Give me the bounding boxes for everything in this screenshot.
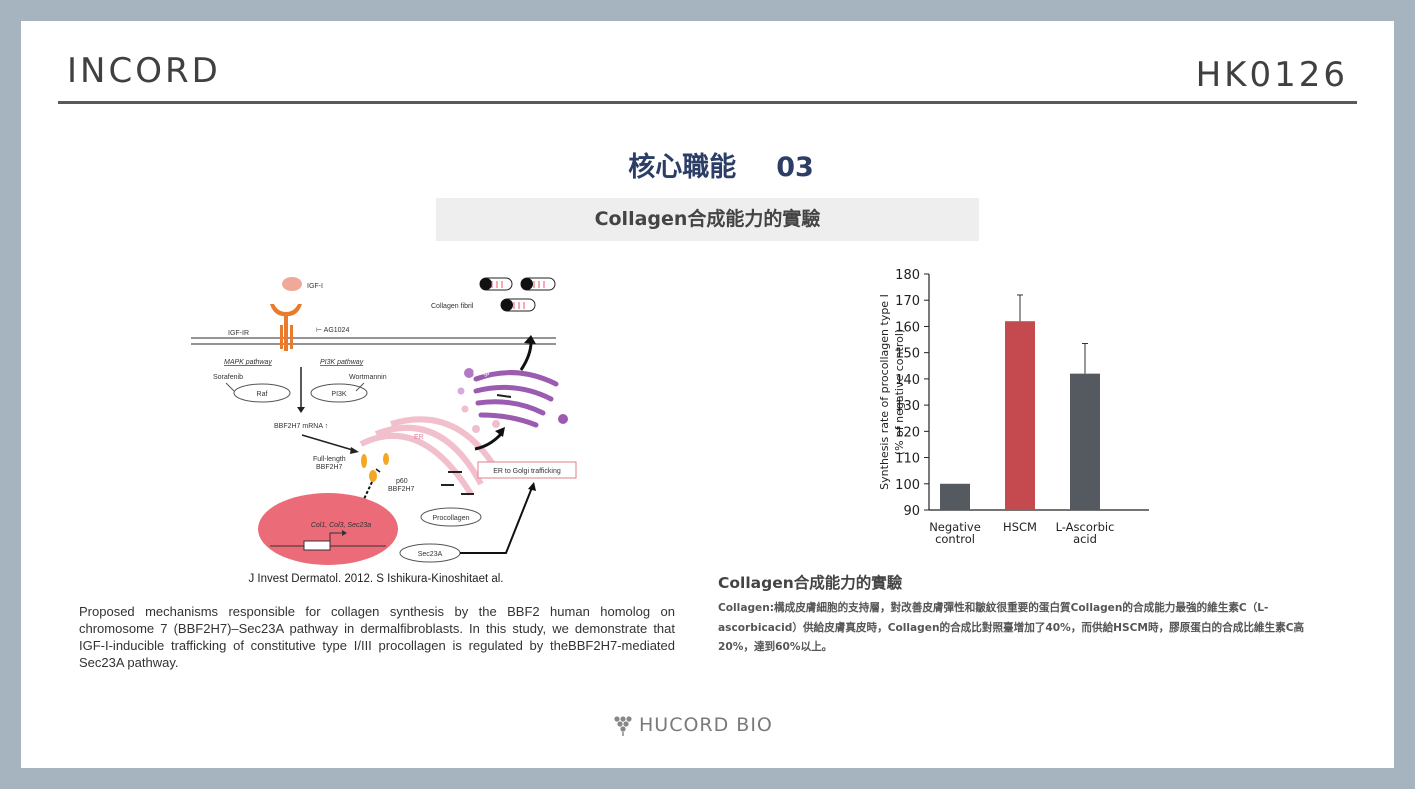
x-tick-label: L-Ascorbic — [1056, 520, 1115, 534]
igf1-ligand — [282, 277, 302, 291]
banner: Collagen合成能力的實驗 — [436, 198, 979, 241]
header-rule — [58, 101, 1357, 104]
label-sorafenib: Sorafenib — [213, 374, 243, 381]
y-axis-label: Synthesis rate of procollagen type I — [878, 294, 891, 490]
bbf2h7-protein — [383, 453, 389, 465]
nucleus — [258, 493, 398, 565]
y-tick-label: 110 — [895, 452, 920, 467]
label-genes: Col1, Col3, Sec23a — [311, 522, 371, 529]
mechanism-paragraph: Proposed mechanisms responsible for coll… — [79, 604, 675, 670]
section-title: 核心職能 03 — [601, 145, 841, 184]
y-tick-label: 150 — [895, 347, 920, 362]
inhibit-arrow — [355, 382, 365, 392]
y-tick-label: 180 — [895, 268, 920, 283]
mechanism-diagram: IGF-I IGF-IR ⊢ AG1024 Collagen fibril MA… — [191, 277, 577, 565]
brand-right: HK0126 — [1195, 55, 1348, 95]
arrow — [519, 341, 533, 371]
section-title-text: 核心職能 — [628, 152, 737, 183]
label-mapk: MAPK pathway — [224, 359, 272, 366]
x-tick-label: acid — [1073, 532, 1097, 546]
label-collagen-fibril: Collagen fibril — [431, 303, 474, 310]
p60-protein — [369, 470, 377, 482]
y-tick-label: 170 — [895, 294, 920, 309]
collagen-fibril-icon — [479, 277, 556, 312]
pi3k-node — [310, 383, 368, 403]
grape-logo-icon — [614, 716, 632, 736]
slide: INCORD HK0126 核心職能 03 Collagen合成能力的實驗 IGF… — [21, 21, 1394, 768]
label-er-golgi: ER to Golgi trafficking — [493, 468, 561, 475]
note-line: Collagen:構成皮膚細胞的支持層，對改善皮膚彈性和皺紋很重要的蛋白質Col… — [718, 602, 1269, 614]
x-tick-label: HSCM — [1003, 520, 1037, 534]
bbf2h7-protein — [361, 454, 367, 468]
note-body: Collagen:構成皮膚細胞的支持層，對改善皮膚彈性和皺紋很重要的蛋白質Col… — [718, 599, 1318, 658]
note-line: 20%，達到60%以上。 — [718, 641, 833, 653]
arrow — [474, 432, 503, 451]
label-p60: p60 — [396, 478, 408, 485]
note-title: Collagen合成能力的實驗 — [718, 574, 903, 592]
promoter-box — [303, 540, 331, 551]
x-tick-label: Negative — [929, 520, 981, 534]
label-pi3k: PI3K — [331, 391, 347, 398]
label-mrna: BBF2H7 mRNA ↑ — [274, 423, 328, 430]
bar — [1070, 373, 1100, 510]
label-golgi: Golgi — [473, 370, 490, 377]
note-line: ascorbicacid）供給皮膚真皮時，Collagen的合成比對照臺增加了4… — [718, 621, 1305, 634]
y-tick-label: 160 — [895, 320, 920, 335]
bar — [940, 483, 970, 510]
section-number: 03 — [776, 152, 814, 183]
label-p60-bbf2h7: BBF2H7 — [388, 486, 415, 493]
label-wortmannin: Wortmannin — [349, 374, 387, 381]
label-raf: Raf — [257, 391, 268, 398]
y-tick-label: 120 — [895, 425, 920, 440]
citation: J Invest Dermatol. 2012. S Ishikura-Kino… — [248, 573, 504, 585]
label-igf1r: IGF-IR — [228, 330, 249, 337]
y-tick-label: 100 — [895, 478, 920, 493]
igf1-receptor-icon — [270, 304, 302, 351]
label-pi3k-pathway: PI3K pathway — [320, 359, 364, 366]
label-procollagen: Procollagen — [433, 515, 470, 522]
footer-logo: HUCORD BIO — [611, 713, 773, 737]
procollagen-node — [420, 507, 482, 527]
arrow — [460, 484, 534, 554]
y-tick-label: 90 — [903, 504, 920, 519]
bar — [1005, 321, 1035, 510]
y-axis-label: (% of negative control) — [893, 329, 906, 455]
golgi-icon — [473, 370, 559, 428]
y-tick-label: 140 — [895, 373, 920, 388]
label-igf1: IGF-I — [307, 283, 323, 290]
raf-node — [233, 383, 291, 403]
label-full-length: Full-length — [313, 456, 346, 463]
label-full-length-bbf2h7: BBF2H7 — [316, 464, 343, 471]
footer-wordmark: HUCORD BIO — [639, 714, 773, 736]
er-golgi-box — [477, 461, 577, 479]
x-tick-label: control — [935, 532, 975, 546]
procollagen-bar-chart: 90 100 110 120 130 140 150 160 170 180Negativecon… — [878, 268, 1149, 546]
arrow — [301, 434, 357, 452]
brand-left: INCORD — [67, 51, 221, 91]
inhibit-arrow — [225, 382, 235, 392]
label-er: ER — [414, 434, 424, 441]
er-icon — [359, 416, 499, 496]
label-sec23a: Sec23A — [418, 551, 443, 558]
y-tick-label: 130 — [895, 399, 920, 414]
label-ag1024: ⊢ AG1024 — [316, 327, 349, 334]
